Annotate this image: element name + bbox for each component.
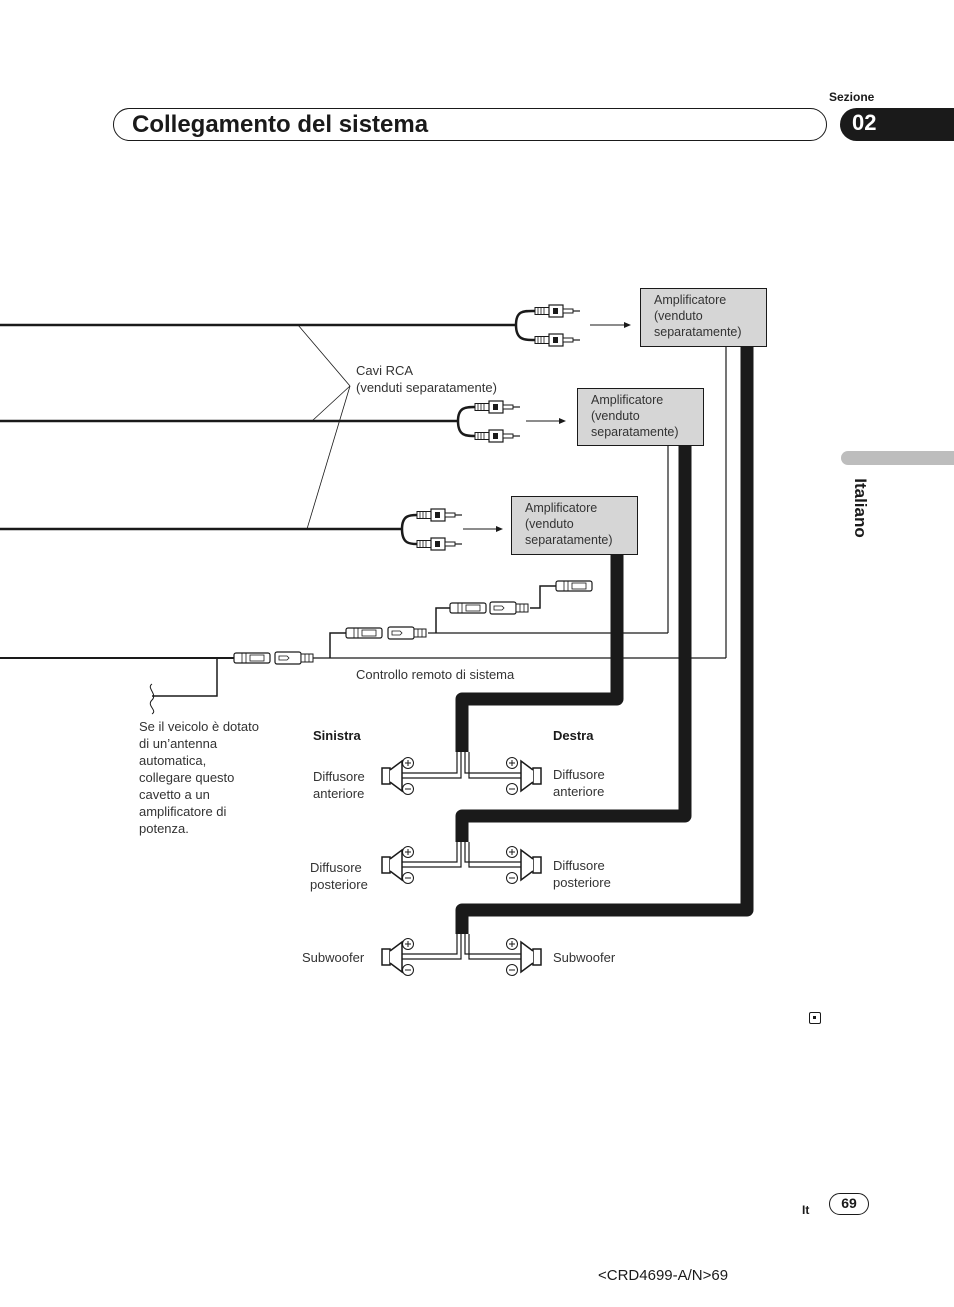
speaker-cable-rear: [455, 446, 692, 842]
note-line: amplificatore di: [139, 804, 227, 819]
note-line: automatica,: [139, 753, 207, 768]
minus-icon: [506, 872, 518, 884]
speaker-label-line: anteriore: [553, 784, 605, 799]
amp-label: (venduto: [591, 409, 640, 423]
speaker-cable-sub: [455, 346, 754, 934]
amp-label: (venduto: [654, 309, 703, 323]
connector-icon: [233, 652, 271, 664]
connector-icon: [387, 626, 427, 640]
speaker-label-line: Diffusore: [553, 858, 605, 873]
plus-icon: [506, 846, 518, 858]
connector-icon: [555, 580, 593, 592]
speaker-icon: [520, 760, 542, 792]
rca-plug-icon: [474, 400, 521, 414]
speaker-icon: [381, 941, 403, 973]
plus-icon: [506, 757, 518, 769]
remote-label-line: Controllo remoto di sistema: [356, 667, 515, 682]
right-rear-speaker-label: Diffusore posteriore: [553, 857, 611, 891]
connector-icon: [274, 651, 314, 665]
speaker-icon: [520, 941, 542, 973]
speaker-cable-front: [455, 554, 624, 752]
left-side-label: Sinistra: [313, 728, 361, 743]
right-front-speaker-label: Diffusore anteriore: [553, 766, 605, 800]
speaker-label-line: anteriore: [313, 786, 365, 801]
note-line: potenza.: [139, 821, 189, 836]
minus-icon: [402, 872, 414, 884]
left-front-speaker-label: Diffusore anteriore: [313, 768, 365, 802]
language-tab-bar: [841, 451, 954, 465]
rca-plug-icon: [474, 429, 521, 443]
minus-icon: [402, 964, 414, 976]
arrow-right-icon: [624, 322, 631, 328]
connector-icon: [489, 601, 529, 615]
speaker-label-line: posteriore: [310, 877, 368, 892]
minus-icon: [402, 783, 414, 795]
plus-icon: [402, 757, 414, 769]
end-of-section-icon: [809, 1012, 821, 1024]
amp-label: (venduto: [525, 517, 574, 531]
antenna-note: Se il veicolo è dotato di un’antenna aut…: [139, 718, 259, 837]
document-code: <CRD4699-A/N>69: [598, 1267, 729, 1284]
connector-icon: [449, 602, 487, 614]
right-subwoofer-label: Subwoofer: [553, 949, 615, 966]
speaker-label-line: Diffusore: [553, 767, 605, 782]
amplifier-box-3: Amplificatore (venduto separatamente): [511, 496, 638, 555]
rca-plug-icon: [534, 304, 581, 318]
speaker-label-line: Subwoofer: [553, 950, 616, 965]
minus-icon: [506, 783, 518, 795]
amp-label: Amplificatore: [591, 393, 664, 407]
plus-icon: [402, 938, 414, 950]
rca-label-line: (venduti separatamente): [356, 380, 497, 395]
amplifier-box-2: Amplificatore (venduto separatamente): [577, 388, 704, 446]
note-line: cavetto a un: [139, 787, 210, 802]
arrow-right-icon: [559, 418, 566, 424]
left-subwoofer-label: Subwoofer: [302, 949, 364, 966]
section-label: Sezione: [829, 90, 875, 104]
amp-label: Amplificatore: [654, 293, 727, 307]
speaker-icon: [520, 849, 542, 881]
speaker-icon: [381, 760, 403, 792]
rca-plug-icon: [416, 537, 463, 551]
amp-label: separatamente): [525, 533, 613, 547]
amp-label: separatamente): [654, 325, 742, 339]
plus-icon: [402, 846, 414, 858]
page-number: 69: [829, 1193, 869, 1215]
speaker-icon: [381, 849, 403, 881]
plus-icon: [506, 938, 518, 950]
amplifier-box-1: Amplificatore (venduto separatamente): [640, 288, 767, 347]
rca-plug-icon: [534, 333, 581, 347]
amp-label: Amplificatore: [525, 501, 598, 515]
rca-plug-icon: [416, 508, 463, 522]
arrow-right-icon: [496, 526, 503, 532]
right-side-label: Destra: [553, 728, 594, 743]
connector-icon: [345, 627, 383, 639]
speaker-label-line: posteriore: [553, 875, 611, 890]
speaker-label-line: Diffusore: [310, 860, 362, 875]
remote-control-label: Controllo remoto di sistema: [356, 666, 514, 683]
left-rear-speaker-label: Diffusore posteriore: [310, 859, 368, 893]
rca-label-line: Cavi RCA: [356, 363, 414, 378]
note-line: Se il veicolo è dotato: [139, 719, 259, 734]
speaker-label-line: Diffusore: [313, 769, 365, 784]
rca-cables-label: Cavi RCA (venduti separatamente): [356, 362, 497, 396]
section-number-badge: 02: [840, 108, 954, 141]
speaker-label-line: Subwoofer: [302, 950, 365, 965]
title-box: Collegamento del sistema: [113, 108, 827, 141]
language-code: It: [802, 1203, 810, 1217]
minus-icon: [506, 964, 518, 976]
page-title: Collegamento del sistema: [132, 111, 429, 138]
note-line: di un’antenna: [139, 736, 218, 751]
note-line: collegare questo: [139, 770, 235, 785]
amp-label: separatamente): [591, 425, 679, 439]
